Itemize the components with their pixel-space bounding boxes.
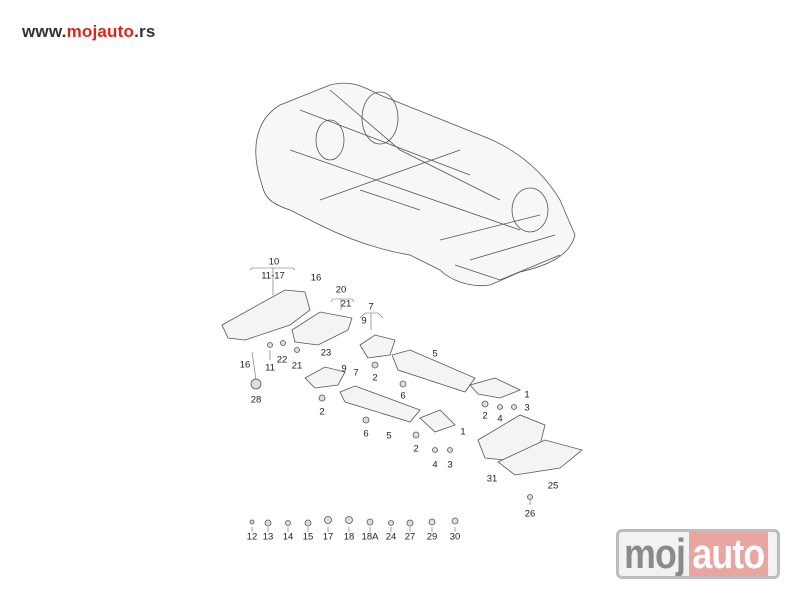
small-part-label: 14	[282, 531, 294, 543]
small-part-label: 24	[385, 531, 397, 543]
logo-text-moj: moj	[624, 530, 686, 577]
underbody-panels	[221, 289, 583, 476]
callout-label: 11-17	[261, 270, 285, 282]
callout-label: 2	[372, 372, 378, 384]
front-cover	[291, 311, 353, 346]
fasteners	[249, 340, 533, 527]
callout-label: 11	[265, 362, 275, 374]
callout-label: 20	[335, 284, 347, 296]
small-part-label: 18A	[361, 531, 379, 543]
callout-label: 4	[497, 413, 503, 425]
car-underbody	[255, 82, 576, 287]
rear-panel-25	[497, 439, 583, 476]
callout-label: 16	[310, 272, 322, 284]
small-part-stems	[251, 527, 456, 532]
mojauto-logo: moj auto	[616, 529, 780, 579]
url-prefix: www.	[22, 22, 67, 41]
callout-label: 25	[547, 480, 559, 492]
small-part-label: 13	[262, 531, 274, 543]
callout-label: 9	[341, 363, 347, 375]
callout-label: 2	[319, 406, 325, 418]
url-suffix: .rs	[134, 22, 156, 41]
small-part-label: 12	[246, 531, 258, 543]
callout-label: 6	[363, 428, 369, 440]
callout-label: 23	[320, 347, 332, 359]
callout-label: 7	[368, 301, 374, 313]
callout-label: 26	[524, 508, 536, 520]
callout-label: 1	[460, 426, 466, 438]
small-part-label: 18	[343, 531, 355, 543]
small-part-label: 30	[449, 531, 461, 543]
bracket-1-lower	[419, 409, 456, 433]
small-part-label: 15	[302, 531, 314, 543]
callout-label: 10	[268, 256, 280, 268]
panel-5-lower	[339, 385, 421, 423]
callout-label: 31	[486, 473, 498, 485]
callout-label: 4	[432, 459, 438, 471]
callout-label: 3	[524, 402, 530, 414]
callout-label: 21	[291, 360, 303, 372]
callout-label: 5	[432, 348, 438, 360]
callout-label: 21	[340, 298, 352, 310]
callout-label: 28	[250, 394, 262, 406]
small-part-label: 29	[426, 531, 438, 543]
callout-label: 2	[482, 410, 488, 422]
small-part-label: 17	[322, 531, 334, 543]
callout-label: 1	[524, 389, 530, 401]
engine-shield	[221, 289, 311, 341]
bracket-left	[304, 366, 346, 389]
callout-label: 3	[447, 459, 453, 471]
callout-label: 22	[276, 354, 288, 366]
website-url[interactable]: www.mojauto.rs	[22, 22, 155, 42]
url-brand: mojauto	[66, 22, 135, 41]
logo-text-auto: auto	[688, 532, 768, 576]
bracket-1-upper	[469, 377, 521, 399]
callout-label: 9	[361, 315, 367, 327]
callout-label: 6	[400, 390, 406, 402]
callout-label: 5	[386, 430, 392, 442]
callout-label: 7	[353, 367, 359, 379]
small-part-label: 27	[404, 531, 416, 543]
callout-label: 16	[239, 359, 251, 371]
bracket-7	[359, 334, 396, 359]
callout-label: 2	[413, 443, 419, 455]
leader-lines	[249, 267, 531, 532]
